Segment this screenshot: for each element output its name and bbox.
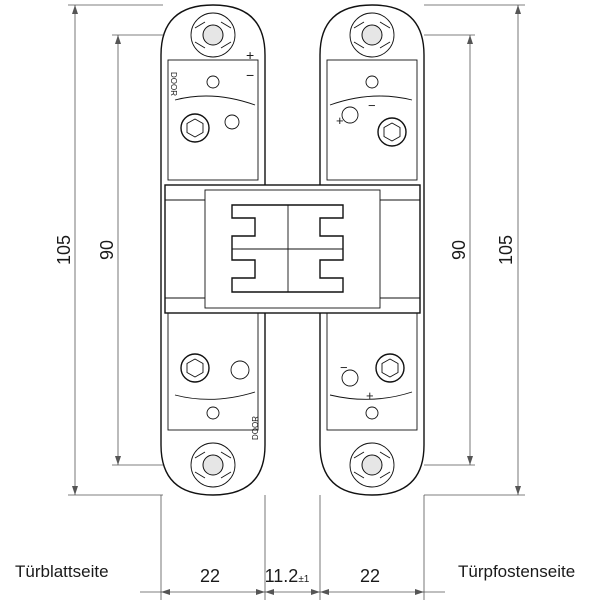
minus-symbol-left: − [246, 67, 254, 83]
right-dimension-lines [424, 4, 525, 496]
door-mark-top-left: DOOR [169, 72, 178, 96]
bottom-right-adjuster [349, 442, 395, 488]
left-leaf-width-label: 22 [200, 566, 220, 586]
top-right-adjuster [349, 12, 395, 58]
bottom-right-screw [375, 353, 405, 383]
plus-symbol-right-top: + [336, 113, 344, 128]
hinge-link-body [164, 184, 421, 314]
gap-width-label: 11.2±1 [265, 566, 310, 586]
door-leaf-side-label: Türblattseite [15, 562, 109, 581]
left-inner-height-label: 90 [97, 240, 117, 260]
bottom-left-adjuster [190, 442, 236, 488]
left-outer-height-label: 105 [54, 235, 74, 265]
door-frame-side-label: Türpfostenseite [458, 562, 575, 581]
minus-symbol-right-top: − [368, 98, 376, 113]
top-right-screw [377, 117, 407, 147]
bottom-left-screw [180, 353, 210, 383]
plus-symbol-right-bottom: + [366, 388, 374, 403]
minus-symbol-right-bottom: − [340, 360, 348, 375]
plus-symbol-left: + [246, 47, 254, 63]
bottom-dimension-lines [140, 495, 445, 600]
top-left-screw [180, 113, 210, 143]
door-mark-bottom-left: DOOR [251, 416, 260, 440]
right-inner-height-label: 90 [449, 240, 469, 260]
left-dimension-lines [68, 4, 163, 496]
top-left-adjuster [190, 12, 236, 58]
right-leaf-width-label: 22 [360, 566, 380, 586]
right-outer-height-label: 105 [496, 235, 516, 265]
